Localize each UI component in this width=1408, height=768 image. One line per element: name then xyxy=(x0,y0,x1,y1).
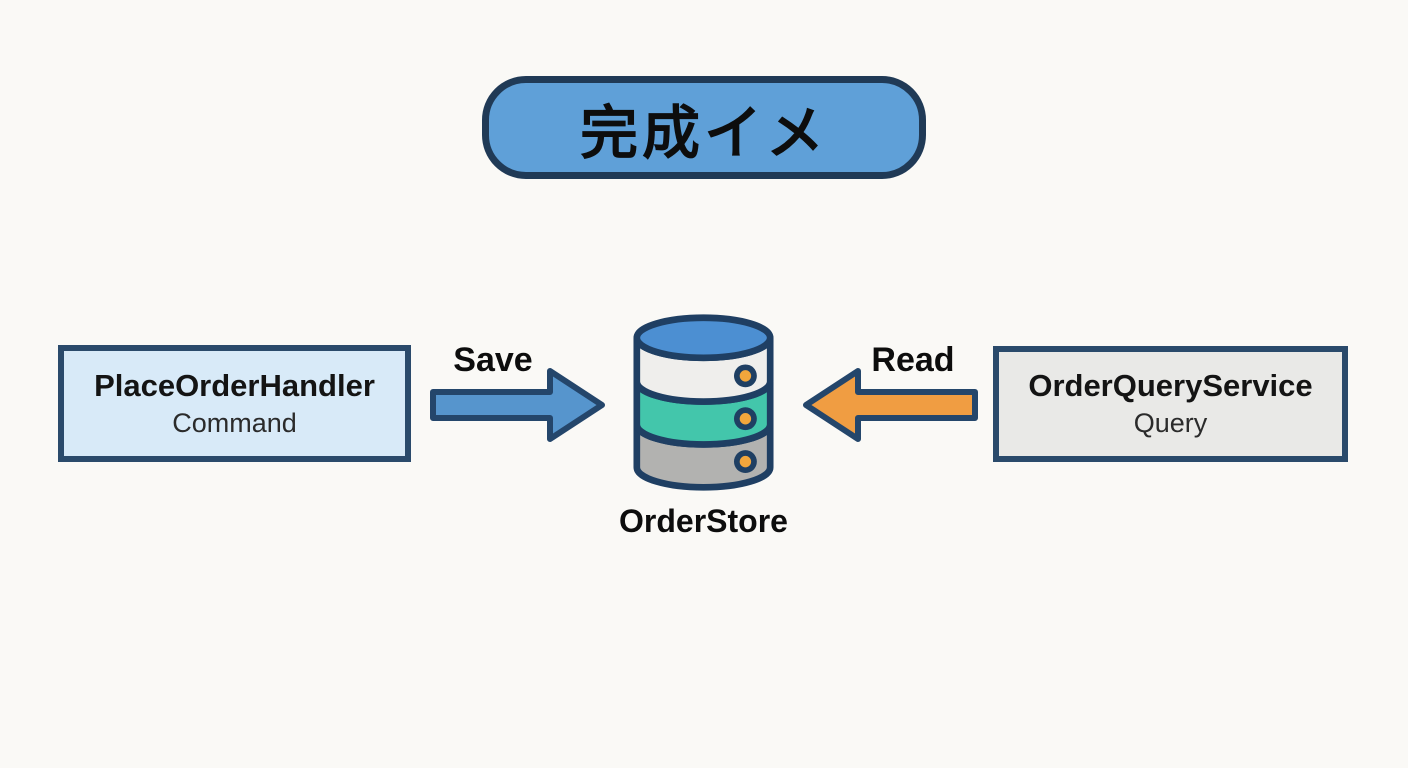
diagram-title: 完成イメ xyxy=(579,100,828,166)
db-indicator-dot xyxy=(733,407,757,431)
node-title: OrderQueryService xyxy=(1028,368,1313,404)
arrow-left-icon xyxy=(803,368,978,442)
arrow-right-icon xyxy=(430,368,605,442)
node-order-query-service: OrderQueryService Query xyxy=(993,346,1348,462)
read-arrow-label: Read xyxy=(871,341,955,379)
database-icon xyxy=(633,314,774,491)
diagram-title-banner: 完成イメ xyxy=(482,76,926,179)
db-top-ellipse xyxy=(633,314,774,362)
db-indicator-dot xyxy=(733,450,757,474)
db-indicator-dot xyxy=(733,364,757,388)
node-subtitle: Command xyxy=(172,407,297,438)
node-title: PlaceOrderHandler xyxy=(94,367,375,403)
read-arrow-shape xyxy=(803,368,978,442)
database-label: OrderStore xyxy=(619,503,788,539)
node-place-order-handler: PlaceOrderHandler Command xyxy=(58,345,411,462)
save-arrow-label: Save xyxy=(453,341,533,379)
save-arrow-shape xyxy=(430,368,605,442)
node-subtitle: Query xyxy=(1133,408,1208,439)
